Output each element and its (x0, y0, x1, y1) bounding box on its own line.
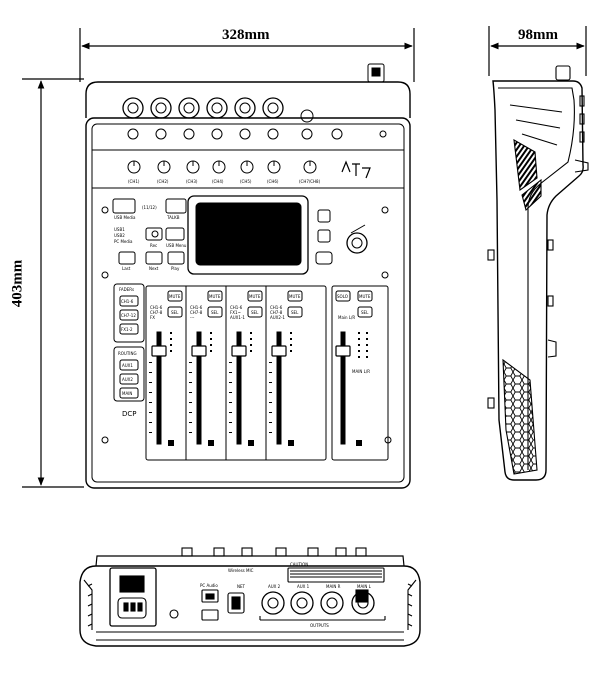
xlr-inputs (122, 97, 387, 140)
caution-label: CAUTION (290, 562, 308, 567)
aux1-label: AUX 1 (297, 584, 310, 589)
strip4-mute: MUTE (289, 294, 301, 299)
height-label: 403mm (9, 259, 26, 308)
depth-dimension (488, 26, 587, 76)
top-view-labels: (CH1) (CH2) (CH3) (CH4) (CH5) (CH6) (CH7… (114, 179, 371, 418)
strip1-mute: MUTE (169, 294, 181, 299)
rear-view (79, 547, 421, 647)
channel-label-7-8: (CH7/CH8) (299, 179, 321, 184)
main-lr-label: Main L/R (338, 315, 355, 320)
channel-label-2: (CH2) (157, 179, 169, 184)
channel-label-4: (CH4) (212, 179, 224, 184)
strip3-mute: MUTE (249, 294, 261, 299)
strip4-line3: AUX2-1 (270, 315, 285, 320)
main-r-label: MAIN R (326, 584, 341, 589)
strip2-line2: CH7-8 (190, 310, 203, 315)
strip2-line3: --- (190, 315, 195, 320)
channel-strips (149, 290, 373, 446)
strip1-line2: CH7-8 (150, 310, 163, 315)
routing-button-1: AUX1 (122, 363, 133, 368)
depth-label: 98mm (518, 27, 558, 43)
routing-button-2: AUX2 (122, 377, 133, 382)
strip1-line1: CH1-6 (150, 305, 163, 310)
usb1-label: USB1 (114, 227, 125, 232)
side-view (487, 65, 589, 481)
strip2-mute: MUTE (209, 294, 221, 299)
play-label: Play (171, 266, 180, 271)
channel-label-6: (CH6) (267, 179, 279, 184)
gain-knobs (127, 160, 317, 174)
pc-audio-label: PC Audio (200, 583, 218, 588)
channel-label-1: (CH1) (128, 179, 140, 184)
top-view (85, 63, 411, 489)
main-lr-sub: MAIN L/R (352, 369, 370, 374)
aux2-label: AUX 2 (268, 584, 281, 589)
usb-media-label: USB Media (114, 215, 136, 220)
strip2-sel: SEL (211, 310, 219, 315)
faders-title: FADERs (119, 287, 134, 292)
fader-button-3: FX1-2 (121, 327, 133, 332)
strip4-sel: SEL (291, 310, 299, 315)
strip1-sel: SEL (171, 310, 179, 315)
strip1-line3: FX (150, 315, 155, 320)
width-label: 328mm (222, 27, 270, 43)
main-sel: SEL (361, 310, 369, 315)
main-solo: SOLO (337, 294, 348, 299)
pc-media-label: PC Media (114, 239, 133, 244)
channel-label-5: (CH5) (240, 179, 252, 184)
next-label: Next (149, 266, 159, 271)
outputs-label: OUTPUTS (310, 623, 329, 628)
strip4-line1: CH1-6 (270, 305, 283, 310)
net-label: NET (237, 584, 246, 589)
usb-menu-label: USB Menu (166, 243, 187, 248)
wireless-mic-label: Wireless MIC (228, 568, 254, 573)
rear-view-labels: PC Audio Wireless MIC NET AUX 2 AUX 1 MA… (200, 562, 372, 628)
strip3-sel: SEL (251, 310, 259, 315)
routing-title: ROUTING (118, 351, 137, 356)
usb2-label: USB2 (114, 233, 125, 238)
strip3-line3: AUX1-1 (230, 315, 245, 320)
height-dimension (22, 78, 84, 488)
fader-button-1: CH1-6 (121, 299, 134, 304)
dcp-label: DCP (122, 410, 137, 418)
strip4-line2: CH7-8 (270, 310, 283, 315)
strip2-line1: CH1-6 (190, 305, 203, 310)
strip3-line1: CH1-6 (230, 305, 243, 310)
rec-label: Rec (150, 243, 157, 248)
talkback-label: TALKB (166, 215, 180, 220)
main-mute: MUTE (359, 294, 371, 299)
fader-button-2: CH7-12 (121, 313, 136, 318)
channel-label-3: (CH3) (186, 179, 198, 184)
strip3-line2: FX1~ (230, 310, 241, 315)
width-dimension (79, 28, 415, 82)
routing-button-3: MAIN (122, 391, 132, 396)
main-l-label: MAIN L (357, 584, 372, 589)
last-label: Last (122, 266, 131, 271)
usb-sub-label: (11/12) (142, 205, 157, 210)
